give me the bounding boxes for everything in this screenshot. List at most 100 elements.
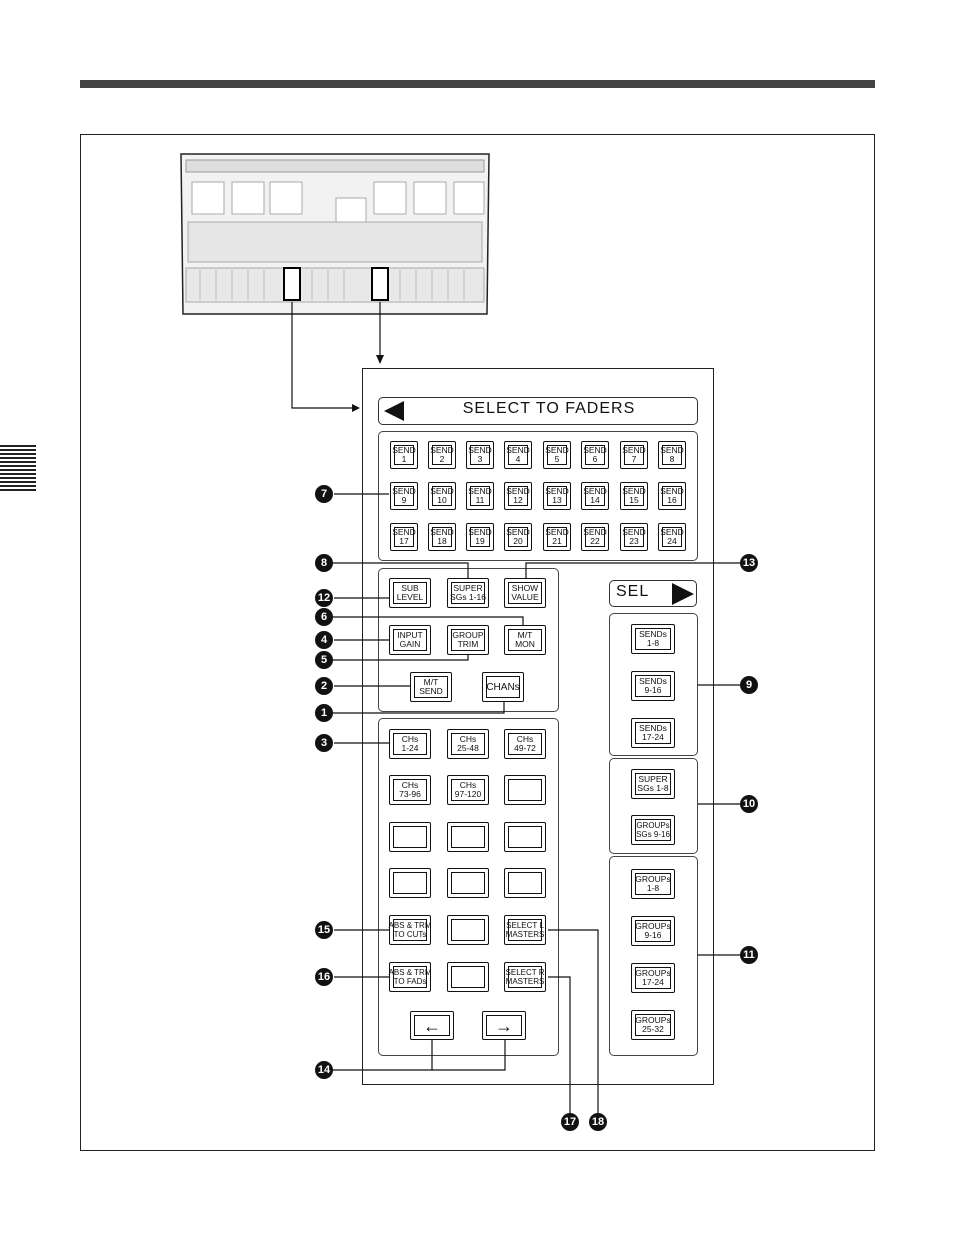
- send-13-button[interactable]: SEND 13: [543, 482, 571, 510]
- select-l-masters-label: SELECT L MASTERS: [505, 921, 545, 939]
- chs-49-72-button[interactable]: CHs 49-72: [504, 729, 546, 759]
- groups-17-24-button[interactable]: GROUPs 17-24: [631, 963, 675, 993]
- send-key-label: SEND 7: [622, 445, 646, 464]
- mt-mon-label: M/T MON: [515, 630, 535, 649]
- send-key-label: SEND 20: [506, 527, 530, 546]
- blank-key[interactable]: [504, 822, 546, 852]
- super-sgs-label: SUPER SGs 1-16: [450, 583, 486, 602]
- send-17-button[interactable]: SEND 17: [390, 523, 418, 551]
- callout-10: 10: [740, 795, 758, 813]
- mt-mon-button[interactable]: M/T MON: [504, 625, 546, 655]
- chans-button[interactable]: CHANs: [482, 672, 524, 702]
- send-key-label: SEND 5: [545, 445, 569, 464]
- send-key-label: SEND 11: [468, 486, 492, 505]
- groups-9-16-label: GROUPs 9-16: [635, 921, 671, 940]
- send-4-button[interactable]: SEND 4: [504, 441, 532, 469]
- send-19-button[interactable]: SEND 19: [466, 523, 494, 551]
- send-15-button[interactable]: SEND 15: [620, 482, 648, 510]
- send-key-label: SEND 21: [545, 527, 569, 546]
- send-key-label: SEND 3: [468, 445, 492, 464]
- send-14-button[interactable]: SEND 14: [581, 482, 609, 510]
- groups-25-32-button[interactable]: GROUPs 25-32: [631, 1010, 675, 1040]
- send-2-button[interactable]: SEND 2: [428, 441, 456, 469]
- sub-level-button[interactable]: SUB LEVEL: [389, 578, 431, 608]
- send-8-button[interactable]: SEND 8: [658, 441, 686, 469]
- sub-level-label: SUB LEVEL: [396, 583, 424, 602]
- chs-1-24-label: CHs 1-24: [401, 734, 419, 753]
- callout-15: 15: [315, 921, 333, 939]
- groups-9-16-button[interactable]: GROUPs 9-16: [631, 916, 675, 946]
- send-key-label: SEND 2: [430, 445, 454, 464]
- send-24-button[interactable]: SEND 24: [658, 523, 686, 551]
- blank-key[interactable]: [447, 915, 489, 945]
- input-gain-button[interactable]: INPUT GAIN: [389, 625, 431, 655]
- send-12-button[interactable]: SEND 12: [504, 482, 532, 510]
- groups-17-24-label: GROUPs 17-24: [635, 968, 671, 987]
- blank-key[interactable]: [447, 962, 489, 992]
- title-bar: [378, 397, 698, 425]
- send-key-label: SEND 9: [392, 486, 416, 505]
- send-21-button[interactable]: SEND 21: [543, 523, 571, 551]
- send-3-button[interactable]: SEND 3: [466, 441, 494, 469]
- sends-1-8-button[interactable]: SENDs 1-8: [631, 624, 675, 654]
- callout-1: 1: [315, 704, 333, 722]
- page-right-button[interactable]: →: [482, 1011, 526, 1040]
- blank-key[interactable]: [447, 822, 489, 852]
- send-5-button[interactable]: SEND 5: [543, 441, 571, 469]
- page-left-button[interactable]: ←: [410, 1011, 454, 1040]
- callout-4: 4: [315, 631, 333, 649]
- abs-trm-to-cuts-button[interactable]: ABS & TRM TO CUTs: [389, 915, 432, 945]
- send-11-button[interactable]: SEND 11: [466, 482, 494, 510]
- blank-key[interactable]: [389, 822, 431, 852]
- group-trim-button[interactable]: GROUP TRIM: [447, 625, 489, 655]
- select-r-masters-button[interactable]: SELECT R MASTERS: [504, 962, 546, 992]
- blank-key[interactable]: [504, 868, 546, 898]
- send-22-button[interactable]: SEND 22: [581, 523, 609, 551]
- blank-key[interactable]: [389, 868, 431, 898]
- arrow-right-icon: →: [495, 1015, 513, 1036]
- sends-17-24-button[interactable]: SENDs 17-24: [631, 718, 675, 748]
- chs-1-24-button[interactable]: CHs 1-24: [389, 729, 431, 759]
- chs-73-96-button[interactable]: CHs 73-96: [389, 775, 431, 805]
- header-rule: [80, 80, 875, 88]
- sends-9-16-button[interactable]: SENDs 9-16: [631, 671, 675, 701]
- abs-trm-to-fads-button[interactable]: ABS & TRM TO FADs: [389, 962, 432, 992]
- groups-1-8-button[interactable]: GROUPs 1-8: [631, 869, 675, 899]
- send-16-button[interactable]: SEND 16: [658, 482, 686, 510]
- figure-frame: [80, 134, 875, 1151]
- send-key-label: SEND 4: [506, 445, 530, 464]
- chs-97-120-label: CHs 97-120: [454, 780, 482, 799]
- send-18-button[interactable]: SEND 18: [428, 523, 456, 551]
- show-value-button[interactable]: SHOW VALUE: [504, 578, 546, 608]
- send-key-label: SEND 23: [622, 527, 646, 546]
- groups-sgs-9-16-label: GROUPs SGs 9-16: [636, 821, 670, 839]
- callout-12: 12: [315, 589, 333, 607]
- send-key-label: SEND 10: [430, 486, 454, 505]
- send-6-button[interactable]: SEND 6: [581, 441, 609, 469]
- send-7-button[interactable]: SEND 7: [620, 441, 648, 469]
- mt-send-button[interactable]: M/T SEND: [410, 672, 452, 702]
- select-l-masters-button[interactable]: SELECT L MASTERS: [504, 915, 546, 945]
- chs-97-120-button[interactable]: CHs 97-120: [447, 775, 489, 805]
- send-key-label: SEND 6: [583, 445, 607, 464]
- send-9-button[interactable]: SEND 9: [390, 482, 418, 510]
- chs-25-48-button[interactable]: CHs 25-48: [447, 729, 489, 759]
- blank-key[interactable]: [504, 775, 546, 805]
- send-10-button[interactable]: SEND 10: [428, 482, 456, 510]
- send-key-label: SEND 1: [392, 445, 416, 464]
- input-gain-label: INPUT GAIN: [397, 630, 423, 649]
- callout-9: 9: [740, 676, 758, 694]
- super-sgs-1-8-button[interactable]: SUPER SGs 1-8: [631, 769, 675, 799]
- send-23-button[interactable]: SEND 23: [620, 523, 648, 551]
- callout-2: 2: [315, 677, 333, 695]
- console-overview: [180, 153, 490, 315]
- groups-sgs-9-16-button[interactable]: GROUPs SGs 9-16: [631, 815, 675, 845]
- show-value-label: SHOW VALUE: [511, 583, 539, 602]
- blank-key[interactable]: [447, 868, 489, 898]
- send-key-label: SEND 17: [392, 527, 416, 546]
- send-1-button[interactable]: SEND 1: [390, 441, 418, 469]
- sends-17-24-label: SENDs 17-24: [639, 723, 667, 742]
- super-sgs-button[interactable]: SUPER SGs 1-16: [447, 578, 489, 608]
- send-20-button[interactable]: SEND 20: [504, 523, 532, 551]
- send-key-group: [378, 431, 698, 561]
